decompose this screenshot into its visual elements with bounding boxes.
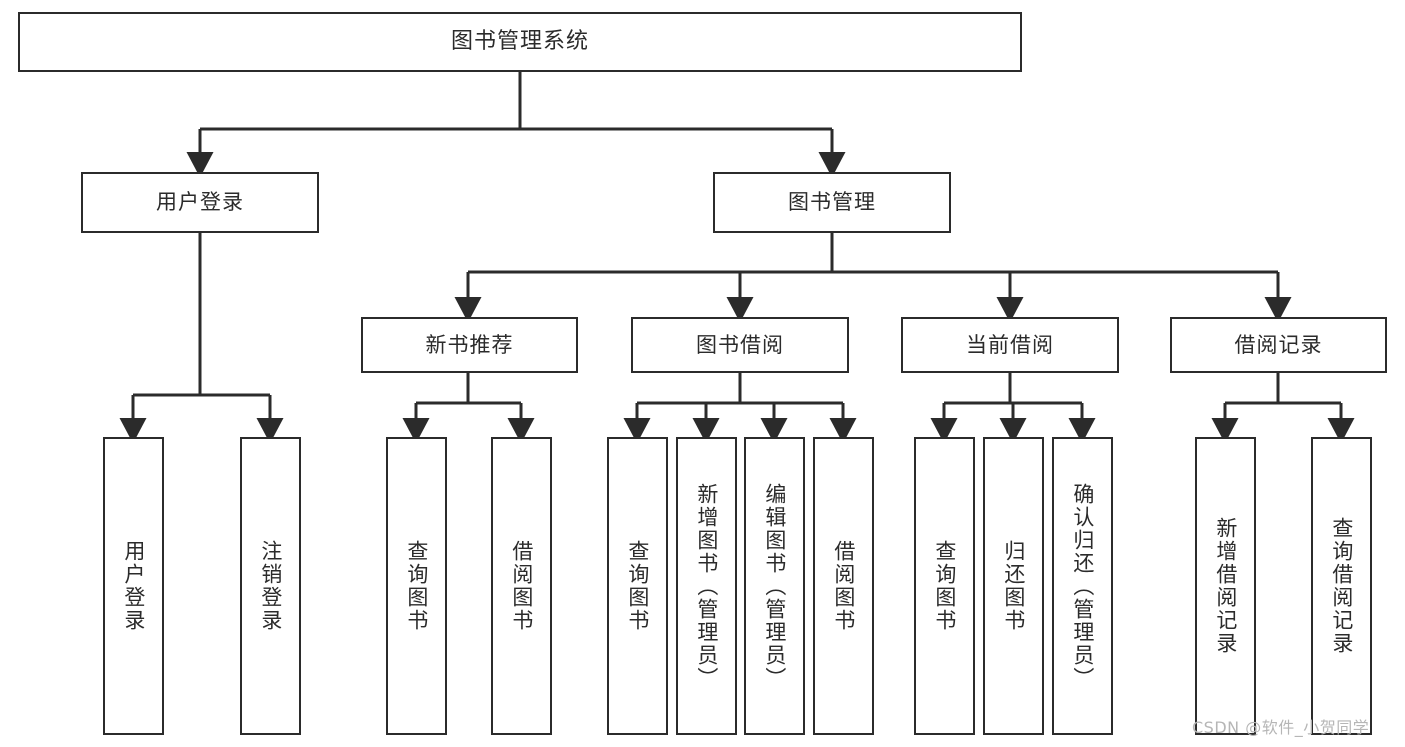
leaf-borrow-record-query-record[interactable]: 查询借阅记录 (1311, 437, 1372, 735)
node-label: 编辑图书（管理员） (762, 482, 787, 690)
node-label: 查询图书 (932, 540, 957, 632)
leaf-book-borrow-edit-book-admin[interactable]: 编辑图书（管理员） (744, 437, 805, 735)
node-label: 图书管理系统 (450, 29, 589, 55)
node-root-library-management-system[interactable]: 图书管理系统 (18, 12, 1022, 72)
leaf-user-login-login[interactable]: 用户登录 (103, 437, 164, 735)
node-label: 借阅图书 (509, 540, 534, 632)
leaf-current-borrow-query-book[interactable]: 查询图书 (914, 437, 975, 735)
node-label: 查询图书 (625, 540, 650, 632)
node-label: 注销登录 (258, 540, 283, 632)
node-label: 用户登录 (156, 190, 244, 215)
leaf-user-login-logout[interactable]: 注销登录 (240, 437, 301, 735)
node-label: 查询借阅记录 (1329, 517, 1354, 655)
node-book-borrowing[interactable]: 图书借阅 (631, 317, 849, 373)
node-book-management[interactable]: 图书管理 (713, 172, 951, 233)
node-new-book-recommendation[interactable]: 新书推荐 (361, 317, 578, 373)
node-label: 图书管理 (788, 190, 876, 215)
leaf-current-borrow-return-book[interactable]: 归还图书 (983, 437, 1044, 735)
node-borrowing-record[interactable]: 借阅记录 (1170, 317, 1387, 373)
leaf-new-book-borrow-book[interactable]: 借阅图书 (491, 437, 552, 735)
leaf-book-borrow-borrow-book[interactable]: 借阅图书 (813, 437, 874, 735)
node-label: 当前借阅 (966, 332, 1054, 357)
node-label: 确认归还（管理员） (1070, 482, 1095, 690)
node-current-borrowing[interactable]: 当前借阅 (901, 317, 1119, 373)
node-label: 新增图书（管理员） (694, 482, 719, 690)
leaf-new-book-query-book[interactable]: 查询图书 (386, 437, 447, 735)
leaf-book-borrow-query-book[interactable]: 查询图书 (607, 437, 668, 735)
node-label: 归还图书 (1001, 540, 1026, 632)
leaf-borrow-record-add-record[interactable]: 新增借阅记录 (1195, 437, 1256, 735)
node-label: 图书借阅 (696, 332, 784, 357)
leaf-book-borrow-add-book-admin[interactable]: 新增图书（管理员） (676, 437, 737, 735)
node-label: 用户登录 (121, 540, 146, 632)
node-label: 新增借阅记录 (1213, 517, 1238, 655)
node-label: 查询图书 (404, 540, 429, 632)
csdn-watermark: CSDN @软件_小贺同学 (1192, 718, 1370, 737)
leaf-current-borrow-confirm-return-admin[interactable]: 确认归还（管理员） (1052, 437, 1113, 735)
node-label: 借阅图书 (831, 540, 856, 632)
node-user-login[interactable]: 用户登录 (81, 172, 319, 233)
node-label: 借阅记录 (1234, 332, 1323, 357)
node-label: 新书推荐 (425, 332, 514, 357)
